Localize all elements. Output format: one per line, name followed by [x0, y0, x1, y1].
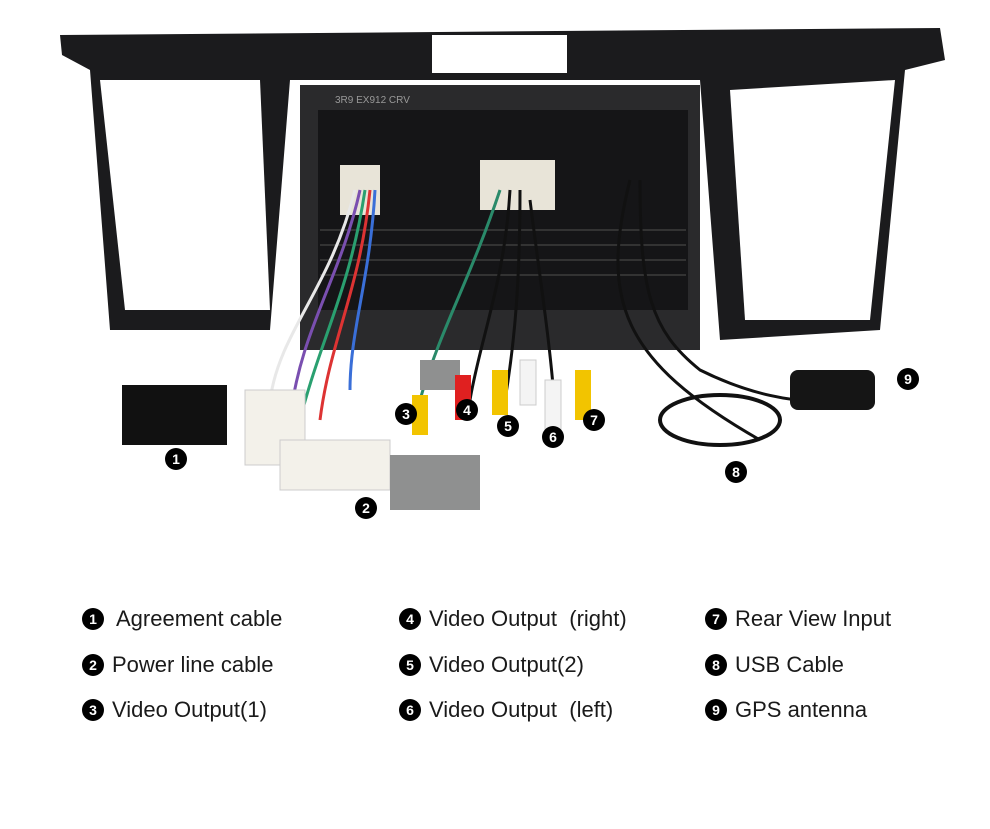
product-photo: 3R9 EX912 CRV	[60, 28, 945, 510]
marker-6: 6	[542, 426, 564, 448]
legend-item: 3 Video Output(1)	[82, 697, 267, 723]
marker-2: 2	[355, 497, 377, 519]
legend-item: 4 Video Output (right)	[399, 606, 627, 632]
legend-label: Video Output(2)	[429, 652, 584, 677]
legend-label: Rear View Input	[735, 606, 892, 631]
legend-label: Video Output (right)	[429, 606, 627, 631]
legend-item: 2 Power line cable	[82, 652, 273, 678]
legend-number: 7	[705, 608, 727, 630]
legend-number: 2	[82, 654, 104, 676]
legend-item: 8 USB Cable	[705, 652, 844, 678]
legend-label: USB Cable	[735, 652, 844, 677]
legend-label: Video Output (left)	[429, 697, 614, 722]
gps-antenna	[790, 370, 875, 410]
legend-number: 5	[399, 654, 421, 676]
legend-item: 1 Agreement cable	[82, 606, 282, 632]
marker-3: 3	[395, 403, 417, 425]
legend-item: 5 Video Output(2)	[399, 652, 584, 678]
legend-label: Agreement cable	[116, 606, 283, 631]
marker-1: 1	[165, 448, 187, 470]
legend-label: GPS antenna	[735, 697, 868, 722]
legend-number: 4	[399, 608, 421, 630]
marker-4: 4	[456, 399, 478, 421]
legend-item: 6 Video Output (left)	[399, 697, 613, 723]
legend-label: Video Output(1)	[112, 697, 267, 722]
marker-7: 7	[583, 409, 605, 431]
marker-5: 5	[497, 415, 519, 437]
legend-number: 6	[399, 699, 421, 721]
legend-number: 1	[82, 608, 104, 630]
marker-8: 8	[725, 461, 747, 483]
legend-item: 9 GPS antenna	[705, 697, 867, 723]
legend-number: 9	[705, 699, 727, 721]
dash-frame	[60, 28, 945, 340]
legend-number: 8	[705, 654, 727, 676]
unit-label: 3R9 EX912 CRV	[335, 95, 410, 106]
legend-label: Power line cable	[112, 652, 274, 677]
marker-9: 9	[897, 368, 919, 390]
agreement-box	[122, 385, 227, 445]
legend-item: 7 Rear View Input	[705, 606, 891, 632]
legend-number: 3	[82, 699, 104, 721]
